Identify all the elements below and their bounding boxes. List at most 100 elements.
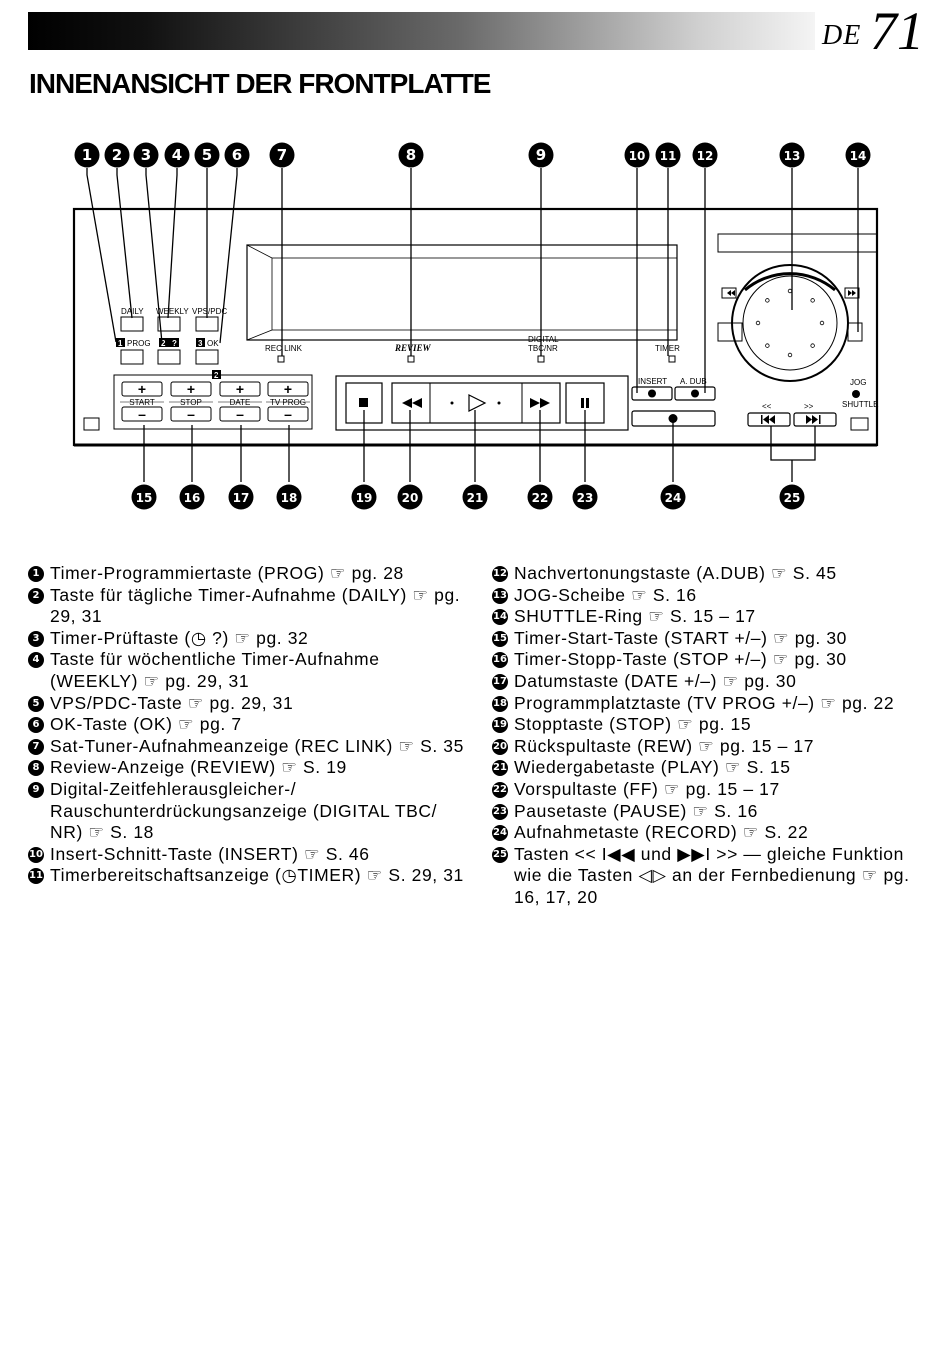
legend-bullet: 17 bbox=[492, 673, 508, 690]
legend-text: Rückspultaste (REW) ☞ pg. 15 – 17 bbox=[514, 735, 815, 756]
legend-bullet: 19 bbox=[492, 717, 508, 734]
legend-bullet: 11 bbox=[28, 868, 44, 885]
minus-sign: – bbox=[138, 406, 146, 422]
legend-bullet: 24 bbox=[492, 825, 508, 842]
digital-label: DIGITAL bbox=[528, 335, 559, 344]
tbc-nr-label: TBC/NR bbox=[528, 344, 558, 353]
legend-text: Digital-Zeitfehlerausgleicher-/ Rauschun… bbox=[50, 778, 438, 843]
pm-button-start: + –START bbox=[120, 381, 164, 422]
callout-24-text: 24 bbox=[665, 491, 682, 505]
legend-bullet: 13 bbox=[492, 587, 508, 604]
legend-item-15: 15 Timer-Start-Taste (START +/–) ☞ pg. 30 bbox=[492, 628, 917, 650]
a-dub-label: A. DUB bbox=[680, 377, 707, 386]
check-num: 2 bbox=[161, 339, 166, 348]
pm-button-date: +–DATE bbox=[218, 381, 262, 422]
legend-item-24: 24 Aufnahmetaste (RECORD) ☞ S. 22 bbox=[492, 822, 917, 844]
callout-6-text: 6 bbox=[232, 146, 242, 164]
review-label: REVIEW bbox=[394, 343, 432, 353]
jog-dot bbox=[765, 298, 770, 303]
pm-button-tv_prog: +–TV PROG bbox=[266, 381, 310, 422]
minus-sign: – bbox=[284, 406, 292, 422]
legend-text: Pausetaste (PAUSE) ☞ S. 16 bbox=[514, 800, 758, 821]
callout-23-text: 23 bbox=[577, 491, 594, 505]
legend-text: Datumstaste (DATE +/–) ☞ pg. 30 bbox=[514, 670, 797, 691]
legend-bullet: 7 bbox=[28, 738, 44, 755]
legend-bullet: 22 bbox=[492, 781, 508, 798]
plus-sign: + bbox=[138, 381, 146, 397]
callout-17-text: 17 bbox=[233, 491, 250, 505]
callout-21: 21 bbox=[462, 484, 488, 510]
legend-text: Vorspultaste (FF) ☞ pg. 15 – 17 bbox=[514, 778, 780, 799]
callout-2-text: 2 bbox=[112, 146, 122, 164]
callout-16-text: 16 bbox=[184, 491, 201, 505]
callout-11: 11 bbox=[655, 142, 681, 168]
legend-bullet: 15 bbox=[492, 630, 508, 647]
callout-15-text: 15 bbox=[136, 491, 153, 505]
legend-bullet: 25 bbox=[492, 846, 508, 863]
prog-label: PROG bbox=[127, 339, 151, 348]
legend-bullet: 9 bbox=[28, 781, 44, 798]
legend-text: OK-Taste (OK) ☞ pg. 7 bbox=[50, 714, 242, 735]
legend-text: JOG-Scheibe ☞ S. 16 bbox=[514, 584, 697, 605]
legend-text: Timer-Start-Taste (START +/–) ☞ pg. 30 bbox=[514, 627, 847, 648]
legend-item-1: 1 Timer-Programmiertaste (PROG) ☞ pg. 28 bbox=[28, 563, 468, 585]
callout-23: 23 bbox=[572, 484, 598, 510]
callout-16: 16 bbox=[179, 484, 205, 510]
callout-13-text: 13 bbox=[784, 149, 801, 163]
page-title: INNENANSICHT DER FRONTPLATTE bbox=[29, 68, 491, 99]
callout-17: 17 bbox=[228, 484, 254, 510]
legend-text: Timer-Stopp-Taste (STOP +/–) ☞ pg. 30 bbox=[514, 649, 847, 670]
legend-item-11: 11 Timerbereitschaftsanzeige (◷TIMER) ☞ S… bbox=[28, 865, 468, 887]
legend-text: Taste für wöchentliche Timer-Aufnahme (W… bbox=[50, 649, 380, 691]
jog-label: JOG bbox=[850, 378, 866, 387]
legend-bullet: 1 bbox=[28, 566, 44, 582]
legend-text: Programmplatztaste (TV PROG +/–) ☞ pg. 2… bbox=[514, 692, 895, 713]
callout-6: 6 bbox=[224, 142, 250, 168]
legend-text: Aufnahmetaste (RECORD) ☞ S. 22 bbox=[514, 822, 809, 843]
callout-19: 19 bbox=[351, 484, 377, 510]
jog-dot bbox=[787, 352, 793, 358]
jog-dot bbox=[787, 288, 793, 294]
start-label: START bbox=[129, 398, 155, 407]
header-bar bbox=[28, 12, 815, 50]
callout-12: 12 bbox=[692, 142, 718, 168]
callout-18: 18 bbox=[276, 484, 302, 510]
legend-text: Taste für tägliche Timer-Aufnahme (DAILY… bbox=[50, 584, 461, 627]
callout-1: 1 bbox=[74, 142, 100, 168]
pm-button-stop: +–STOP bbox=[169, 381, 213, 422]
callout-13: 13 bbox=[779, 142, 805, 168]
callout-8: 8 bbox=[398, 142, 424, 168]
jog-dot bbox=[755, 320, 761, 326]
callout-14-text: 14 bbox=[850, 149, 867, 163]
callout-21-text: 21 bbox=[467, 491, 484, 505]
legend-bullet: 16 bbox=[492, 652, 508, 669]
callout-10-text: 10 bbox=[629, 149, 646, 163]
callout-1-text: 1 bbox=[82, 146, 92, 164]
legend-bullet: 10 bbox=[28, 846, 44, 863]
weekly-label: WEEKLY bbox=[156, 307, 189, 316]
legend-text: Timer-Programmiertaste (PROG) ☞ pg. 28 bbox=[50, 563, 404, 583]
callout-5-text: 5 bbox=[202, 146, 212, 164]
callout-7-text: 7 bbox=[277, 146, 287, 164]
callout-19-text: 19 bbox=[356, 491, 373, 505]
legend-text: Timerbereitschaftsanzeige (◷TIMER) ☞ S. … bbox=[50, 865, 464, 886]
check-label: ? bbox=[172, 339, 177, 348]
ok-num: 3 bbox=[198, 339, 203, 348]
rec-link-label: REC LINK bbox=[265, 344, 303, 353]
leader-lines bbox=[86, 168, 859, 482]
legend-bullet: 12 bbox=[492, 566, 508, 582]
tv_prog-label: TV PROG bbox=[270, 398, 306, 407]
legend-item-16: 16 Timer-Stopp-Taste (STOP +/–) ☞ pg. 30 bbox=[492, 649, 917, 671]
callout-4: 4 bbox=[164, 142, 190, 168]
callout-8-text: 8 bbox=[406, 146, 416, 164]
callout-15: 15 bbox=[131, 484, 157, 510]
